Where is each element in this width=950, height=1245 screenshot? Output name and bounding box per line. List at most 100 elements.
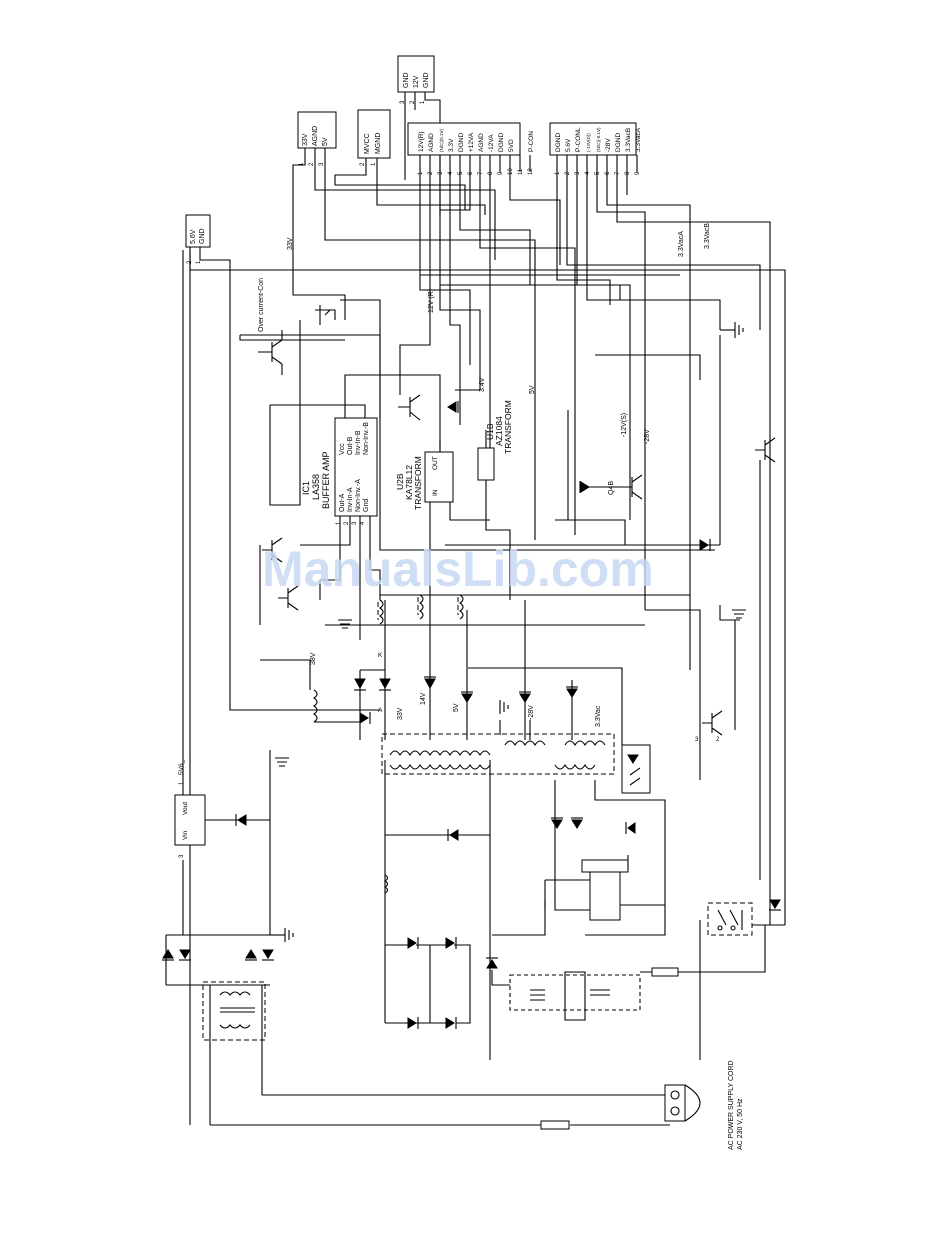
connector-label: (N/C)(-5.1V): [596, 127, 601, 152]
relay: [707, 880, 785, 936]
connector-pin: 6: [605, 171, 611, 175]
connector-pin: 9: [498, 171, 504, 175]
ic1-pin: Vcc: [339, 443, 346, 455]
connector-pin: 4: [585, 171, 591, 175]
connector-label: AGND: [428, 133, 435, 152]
label-q-pin2: 2: [716, 737, 720, 743]
reg-pin-out: 1: [179, 781, 185, 785]
connector-label: 3.3VacA: [635, 127, 642, 152]
middle-rails: [229, 320, 761, 880]
pin: 3: [319, 162, 325, 166]
ic1-pin: Inv-In-B: [355, 430, 362, 455]
connector-label: 5.6V: [565, 138, 572, 152]
u1b-ref: U1B: [485, 423, 495, 440]
connector-label: P-CONL: [575, 127, 582, 152]
label-overcurrent: Over current-Con: [258, 278, 265, 332]
connector-pin: 7: [615, 171, 621, 175]
u2b-ref: U2B: [395, 473, 405, 490]
label-12v-r: 12V (R): [428, 289, 435, 313]
pin: 2: [309, 162, 315, 166]
ic1-pin-no: 3: [352, 521, 358, 525]
connector-label: -12VA: [488, 134, 495, 152]
label-14v: 14V: [420, 692, 427, 705]
connector-label: -28V: [605, 138, 612, 152]
label: 5V: [322, 137, 329, 146]
u1b-part: AZ1084: [494, 416, 504, 446]
ic1-pin-no: 1: [336, 521, 342, 525]
ic1-pin: Out-B: [347, 436, 354, 455]
connector-5v6: 5.6V GND 2 1: [185, 214, 231, 320]
connector-pin: 4: [448, 171, 454, 175]
connector-label: DGND: [458, 133, 465, 152]
label-q-pin3: 3: [695, 737, 699, 743]
label-12vs: -12V(S): [621, 413, 628, 437]
label-28v: -28V: [644, 429, 651, 444]
label-3v3vac: 3.3Vac: [595, 705, 602, 727]
connector-pin: 2: [565, 171, 571, 175]
connector-label: +12VA: [468, 132, 475, 152]
connector-label: DGND: [615, 133, 622, 152]
connector-label: 3.3V: [448, 138, 455, 152]
connector-label: DGND: [498, 133, 505, 152]
pwm-controller: [544, 855, 665, 921]
pin: 1: [420, 100, 426, 104]
label-3v4: 3.4V: [479, 377, 486, 392]
reg-vin: Vin: [182, 830, 189, 840]
label: MVCC: [364, 133, 371, 154]
pin: 2: [360, 162, 366, 166]
ic1-pin: Non-Inv.-B: [363, 422, 370, 455]
connector-pin: 12: [528, 168, 534, 175]
u2b-regulator: U2B KA78L12 TRANSFORM IN OUT: [395, 440, 490, 600]
label-5v: 5V: [529, 385, 536, 394]
label: AGND: [312, 126, 319, 146]
connector-pin: 3: [575, 171, 581, 175]
connector-right: DGND15.6V2P-CONL3(-12V(D))4(N/C)(-5.1V)5…: [549, 122, 642, 175]
u2b-part: KA78L12: [404, 465, 414, 500]
label: 5.6V: [190, 229, 197, 244]
ac-plug: AC POWER SUPPLY CORD AC 230 V, 50 Hz: [664, 1060, 744, 1150]
label-33v: 33V: [287, 237, 294, 250]
cord-rating: AC 230 V, 50 Hz: [737, 1098, 744, 1150]
u2b-function: TRANSFORM: [413, 456, 423, 510]
u2b-in: IN: [432, 489, 439, 496]
u1b-function: TRANSFORM: [503, 400, 513, 454]
connector-pin: 11: [518, 168, 524, 175]
cord-label: AC POWER SUPPLY CORD: [728, 1060, 735, 1150]
connector-pin: 10: [508, 168, 514, 175]
label-3v3vaca: 3.3VacA: [678, 231, 685, 257]
connector-pin: 1: [418, 171, 424, 175]
connector-pin: 3: [438, 171, 444, 175]
pin: 3: [400, 100, 406, 104]
standby-transformer: [202, 981, 266, 1041]
label-a: A: [378, 707, 383, 714]
label-28v-b: -28V: [528, 705, 535, 720]
connector-pin: 7: [478, 171, 484, 175]
label-q4b: Q4B: [608, 481, 615, 495]
ic1-ref: IC1: [301, 481, 311, 495]
ground-symbols: [275, 322, 746, 942]
connector-pin: 8: [488, 171, 494, 175]
label-3v3vacb: 3.3VacB: [704, 223, 711, 249]
connector-pin: 6: [468, 171, 474, 175]
label: GND: [403, 72, 410, 88]
connector-pin: 8: [625, 171, 631, 175]
ic1-pin: Out-A: [339, 493, 346, 512]
ic1-pin: Inv-In-A: [347, 487, 354, 512]
connector-mvcc: MVCC MGND 2 1: [334, 109, 486, 215]
label: 33V: [302, 133, 309, 146]
connector-main: 12V(R)1AGND2(N/C)(5.1V)33.3V4DGND5+12VA6…: [407, 122, 535, 175]
connector-label: 12V(R): [418, 131, 425, 152]
connector-pin: 2: [428, 171, 434, 175]
ic1-pin-no: 2: [344, 521, 350, 525]
connector-pin: 9: [635, 171, 641, 175]
ic1-pin-no: 4: [360, 521, 366, 525]
reg-pin-in: 3: [179, 854, 185, 858]
ic1-pin: Non-Inv.-A: [355, 479, 362, 512]
label-33v-b: 33V: [397, 707, 404, 720]
reg-vout: Vout: [182, 802, 189, 815]
connector-label: 5VD: [508, 139, 515, 152]
pin: 1: [299, 162, 305, 166]
ic1-function: BUFFER AMP: [321, 451, 331, 509]
